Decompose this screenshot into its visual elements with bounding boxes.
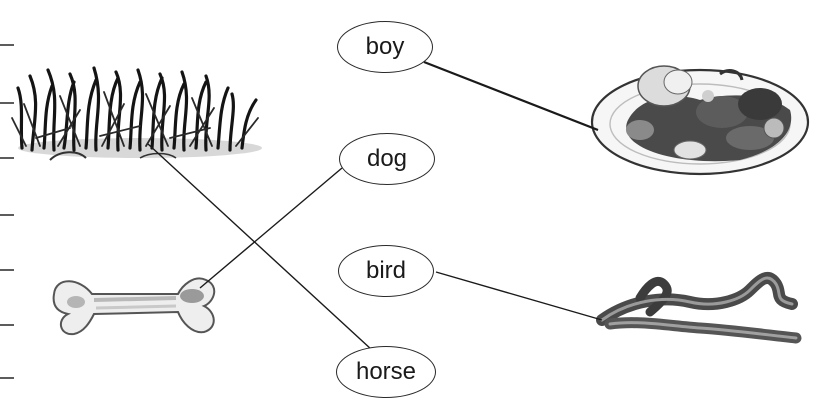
plate-of-food-picture <box>590 65 810 176</box>
word-oval-horse[interactable]: horse <box>336 346 436 398</box>
match-line-dog-bone <box>199 167 343 289</box>
bone-picture <box>52 277 216 336</box>
match-line-boy-food <box>423 60 599 132</box>
matching-lines <box>147 60 603 351</box>
grass-picture <box>11 66 262 161</box>
match-line-bird-worms <box>435 271 603 321</box>
word-dog: dog <box>366 145 408 172</box>
word-oval-boy[interactable]: boy <box>337 21 433 73</box>
worms-picture <box>596 272 802 344</box>
word-horse: horse <box>355 358 417 385</box>
match-line-horse-grass <box>147 143 373 351</box>
word-oval-dog[interactable]: dog <box>339 133 435 185</box>
word-bird: bird <box>365 257 407 284</box>
word-boy: boy <box>365 33 405 60</box>
margin-ticks <box>0 44 14 379</box>
word-oval-bird[interactable]: bird <box>338 245 434 297</box>
